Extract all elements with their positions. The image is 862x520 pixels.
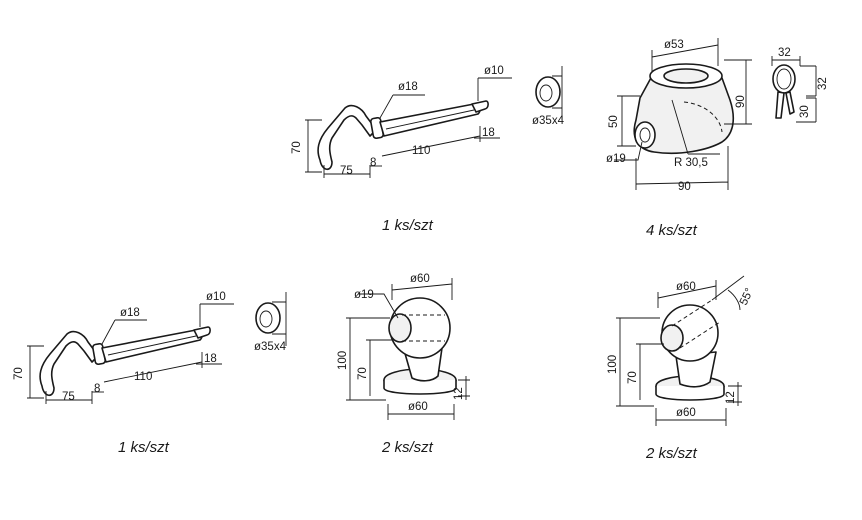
block-dim-r305: R 30,5: [674, 157, 708, 169]
clip-dim-30: 30: [799, 105, 811, 118]
ball-straight-dim-h100: 100: [337, 351, 349, 370]
pin-bottom-shaft: [101, 329, 203, 363]
block-qty: 4 ks/szt: [646, 222, 698, 239]
ball-angled-qty: 2 ks/szt: [645, 445, 698, 462]
ring-top-dim: ø35x4: [532, 115, 565, 127]
ring-bottom-drawing: ø35x4: [254, 292, 287, 353]
pin-bottom-dim-dia10: ø10: [206, 291, 226, 303]
pin-bottom-dim-h70: 70: [13, 367, 25, 380]
ring-top-drawing: ø35x4: [532, 66, 565, 127]
pin-bottom-dim-l110: 110: [134, 371, 152, 383]
pin-top-handle: [317, 104, 377, 171]
ball-straight-drawing: ø60 ø19 100 70 ø60 12 2 ks/szt: [337, 273, 470, 456]
pin-bottom-dim-l8: 8: [94, 383, 100, 395]
ball-straight-dim-base60: ø60: [408, 401, 428, 413]
ball-angled-dim-h70: 70: [627, 371, 639, 384]
pin-bottom-drawing: ø18 ø10 70 75 8 110 18 1 ks/szt: [13, 291, 234, 456]
ball-straight-dim-dia19: ø19: [354, 289, 374, 301]
pin-top-qty: 1 ks/szt: [382, 217, 434, 234]
clip-small-drawing: 32 32 30: [771, 47, 829, 123]
block-dim-dia53: ø53: [664, 39, 684, 51]
ball-straight-dim-t12: 12: [453, 387, 465, 400]
pin-top-dim-l18: 18: [482, 127, 495, 139]
ball-straight-qty: 2 ks/szt: [381, 439, 434, 456]
pin-top-dim-l75: 75: [340, 165, 353, 177]
pin-top-dim-dia10: ø10: [484, 65, 504, 77]
pin-top-drawing: ø18 ø10 70 75 8 110 18 1 ks/szt: [291, 65, 512, 234]
tapered-block-bore: [634, 121, 656, 149]
pin-top-shaft: [379, 103, 481, 137]
ball-angled-dim-angle55: 55°: [738, 286, 756, 307]
block-dim-w90: 90: [678, 181, 691, 193]
pin-bottom-qty: 1 ks/szt: [118, 439, 170, 456]
ring-bottom-dim: ø35x4: [254, 341, 287, 353]
pin-top-dim-dia18: ø18: [398, 81, 418, 93]
pin-bottom-dim-dia18: ø18: [120, 307, 140, 319]
clip-dim-32a: 32: [778, 47, 791, 59]
pin-bottom-tip: [193, 326, 211, 339]
ball-angled-drawing: ø60 55° 100 70 ø60 12 2 ks/szt: [607, 275, 756, 462]
pin-top-dim-l8: 8: [370, 157, 376, 169]
tapered-block-drawing: ø53 90 50 ø19 R 30,5 90 4 ks/szt: [606, 38, 752, 239]
ball-angled-dim-t12: 12: [725, 391, 737, 404]
block-dim-dia19: ø19: [606, 153, 626, 165]
block-dim-h50: 50: [608, 115, 620, 128]
block-dim-h90: 90: [735, 95, 747, 108]
ball-straight-dim-dia60: ø60: [410, 273, 430, 285]
pin-top-dim-h70: 70: [291, 141, 303, 154]
pin-bottom-dim-l18: 18: [204, 353, 217, 365]
pin-top-tip: [471, 100, 489, 113]
pin-bottom-handle: [39, 330, 99, 397]
ball-angled-dim-dia60: ø60: [676, 281, 696, 293]
pin-bottom-dim-l75: 75: [62, 391, 75, 403]
clip-dim-32b: 32: [817, 77, 829, 90]
ball-angled-dim-h100: 100: [607, 355, 619, 374]
ball-angled-dim-base60: ø60: [676, 407, 696, 419]
ball-straight-dim-h70: 70: [357, 367, 369, 380]
pin-top-dim-l110: 110: [412, 145, 430, 157]
